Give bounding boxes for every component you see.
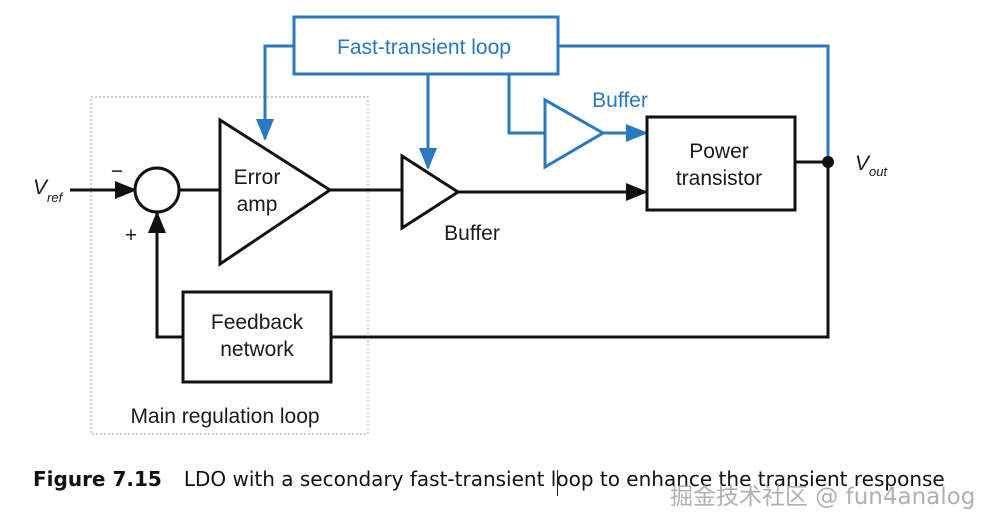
error-amp-triangle (218, 117, 333, 267)
fast-transient-loop-box (292, 15, 560, 76)
vout-node-dot (822, 156, 834, 168)
figure-caption: Figure 7.15 LDO with a secondary fast-tra… (33, 467, 945, 491)
power-transistor-label-1: Power (689, 140, 749, 163)
fast-loop-label: Fast-transient loop (337, 36, 511, 59)
summing-junction (133, 166, 181, 214)
blue-buffer-input-wire (507, 74, 545, 135)
watermark: 掘金技术社区 @ fun4analog (670, 484, 976, 510)
minus-sign: − (111, 160, 123, 183)
main-regulation-loop-box (90, 96, 369, 435)
vref-label: Vref (33, 176, 64, 205)
feedback-to-sum-wire (148, 211, 183, 339)
caption-text: LDO with a secondary fast-transient loop… (183, 467, 945, 491)
buffer-label: Buffer (444, 222, 500, 245)
power-transistor-box (645, 115, 797, 212)
feedback-network-box (181, 290, 333, 384)
feedback-label-2: network (220, 338, 294, 361)
feedback-return-wire (331, 162, 830, 339)
buffer-triangle (400, 153, 461, 231)
vout-sense-wire (558, 44, 830, 162)
text-cursor (557, 470, 558, 496)
main-loop-label: Main regulation loop (130, 405, 319, 428)
blue-buffer-label: Buffer (592, 89, 648, 112)
error-amp-label-1: Error (234, 166, 281, 189)
plus-sign: + (125, 224, 137, 247)
power-transistor-label-2: transistor (676, 167, 762, 190)
error-amp-label-2: amp (237, 193, 278, 216)
figure-number: Figure 7.15 (33, 467, 162, 491)
error-amp-feed-wire (256, 44, 294, 141)
feedback-label-1: Feedback (211, 311, 304, 334)
vout-label: Vout (855, 152, 888, 179)
blue-buffer-triangle (543, 97, 606, 170)
fast-transient-loop (256, 15, 830, 170)
